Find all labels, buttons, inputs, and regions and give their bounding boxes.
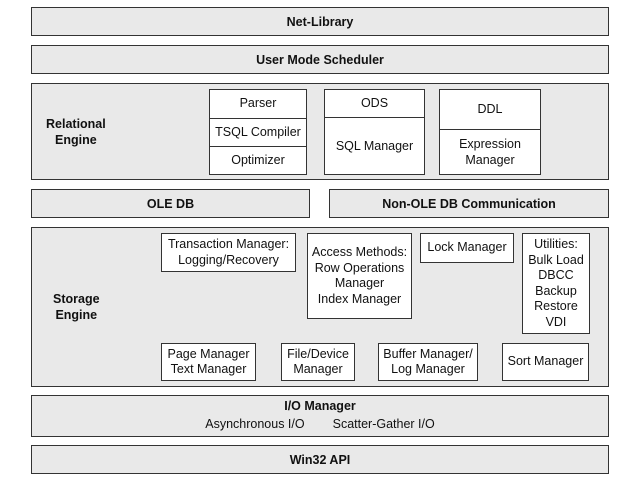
scatter-gather-io-label: Scatter-Gather I/O [332, 417, 435, 431]
expression-manager-cell: Expression Manager [440, 129, 540, 175]
page-manager-line1: Page Manager [167, 346, 250, 361]
access-methods-line3: Manager [334, 276, 385, 290]
user-mode-scheduler-label: User Mode Scheduler [256, 52, 384, 67]
io-manager-title-row: I/O Manager [32, 398, 608, 414]
page-manager-box: Page Manager Text Manager [161, 343, 256, 381]
utilities-line4: Backup [535, 283, 577, 298]
non-ole-db-label: Non-OLE DB Communication [382, 196, 556, 211]
non-ole-db-layer: Non-OLE DB Communication [329, 189, 609, 218]
ole-db-label: OLE DB [146, 196, 195, 211]
ods-label: ODS [360, 95, 389, 110]
ddl-cell: DDL [440, 90, 540, 129]
relational-engine-layer: Relational Engine Parser TSQL Compiler O… [31, 83, 609, 180]
transaction-manager-box: Transaction Manager: Logging/Recovery [161, 233, 296, 272]
storage-engine-label: Storage Engine [53, 291, 100, 323]
storage-engine-label-line2: Engine [55, 308, 98, 322]
parser-cell: Parser [210, 90, 306, 118]
access-methods-line2: Row Operations [314, 260, 405, 275]
relational-engine-label: Relational Engine [46, 116, 106, 148]
utilities-line6: VDI [545, 314, 567, 329]
utilities-line1: Utilities: [534, 237, 578, 251]
tsql-compiler-label: TSQL Compiler [215, 125, 301, 140]
lock-manager-label: Lock Manager [427, 240, 507, 255]
win32-api-layer: Win32 API [31, 445, 609, 474]
buffer-manager-box: Buffer Manager/ Log Manager [378, 343, 478, 381]
file-device-line2: Manager [293, 362, 343, 376]
io-manager-title: I/O Manager [284, 399, 356, 413]
relational-engine-label-line2: Engine [55, 133, 97, 147]
access-methods-line1: Access Methods: [311, 245, 408, 259]
net-library-label: Net-Library [286, 14, 354, 29]
ods-cell: ODS [325, 90, 424, 117]
file-device-line1: File/Device [287, 346, 349, 361]
tsql-compiler-cell: TSQL Compiler [210, 118, 306, 147]
access-methods-box: Access Methods: Row Operations Manager I… [307, 233, 412, 319]
ddl-label: DDL [477, 101, 503, 116]
win32-api-label: Win32 API [289, 452, 351, 467]
utilities-line3: DBCC [538, 268, 574, 282]
expression-manager-line1: Expression [459, 137, 521, 151]
file-device-manager-box: File/Device Manager [281, 343, 355, 381]
io-manager-sub-row: Asynchronous I/O Scatter-Gather I/O [32, 417, 608, 431]
storage-engine-layer: Storage Engine Transaction Manager: Logg… [31, 227, 609, 387]
relational-engine-label-line1: Relational [46, 117, 106, 131]
expression-manager-line2: Manager [465, 152, 515, 167]
utilities-line5: Restore [534, 299, 578, 313]
transaction-manager-line2: Logging/Recovery [178, 252, 279, 267]
parser-compiler-optimizer-box: Parser TSQL Compiler Optimizer [209, 89, 307, 175]
io-manager-layer: I/O Manager Asynchronous I/O Scatter-Gat… [31, 395, 609, 437]
optimizer-label: Optimizer [231, 153, 285, 168]
parser-label: Parser [239, 96, 277, 111]
ddl-expression-box: DDL Expression Manager [439, 89, 541, 175]
async-io-label: Asynchronous I/O [205, 417, 305, 431]
net-library-layer: Net-Library [31, 7, 609, 36]
page-manager-line2: Text Manager [170, 362, 247, 376]
access-methods-line4: Index Manager [317, 291, 402, 306]
ole-db-layer: OLE DB [31, 189, 310, 218]
sql-manager-label: SQL Manager [335, 138, 414, 153]
transaction-manager-line1: Transaction Manager: [167, 237, 290, 251]
sql-manager-cell: SQL Manager [325, 117, 424, 175]
storage-engine-label-line1: Storage [53, 292, 100, 306]
buffer-manager-line2: Log Manager [391, 362, 465, 376]
utilities-line2: Bulk Load [528, 252, 584, 267]
sort-manager-box: Sort Manager [502, 343, 589, 381]
optimizer-cell: Optimizer [210, 146, 306, 175]
ods-sql-manager-box: ODS SQL Manager [324, 89, 425, 175]
buffer-manager-line1: Buffer Manager/ [383, 346, 473, 361]
lock-manager-box: Lock Manager [420, 233, 514, 263]
sort-manager-label: Sort Manager [507, 354, 584, 369]
utilities-box: Utilities: Bulk Load DBCC Backup Restore… [522, 233, 590, 334]
user-mode-scheduler-layer: User Mode Scheduler [31, 45, 609, 74]
